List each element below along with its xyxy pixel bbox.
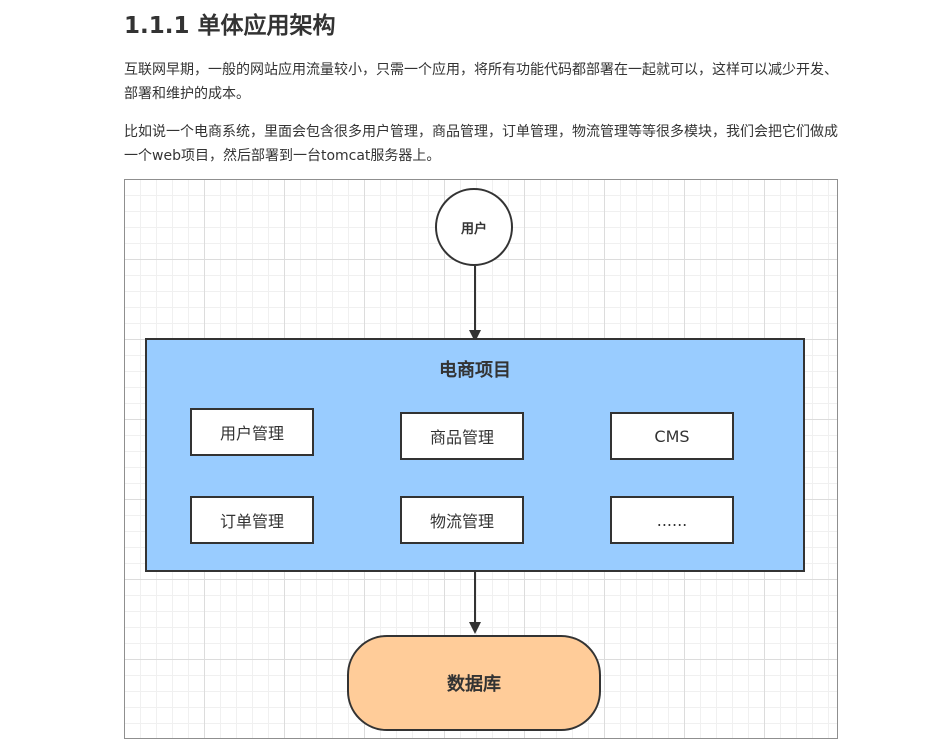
module-order-management: 订单管理 — [190, 496, 314, 544]
module-user-management: 用户管理 — [190, 408, 314, 456]
ecommerce-project-box: 电商项目 用户管理 商品管理 CMS 订单管理 物流管理 ...... — [145, 338, 805, 572]
database-node: 数据库 — [347, 635, 601, 731]
module-logistics-management: 物流管理 — [400, 496, 524, 544]
project-to-database-arrowhead — [469, 622, 481, 634]
example-paragraph: 比如说一个电商系统，里面会包含很多用户管理，商品管理，订单管理，物流管理等等很多… — [124, 124, 838, 164]
module-product-management: 商品管理 — [400, 412, 524, 460]
module-cms: CMS — [610, 412, 734, 460]
project-title: 电商项目 — [439, 360, 511, 381]
architecture-diagram: 用户 电商项目 用户管理 商品管理 CMS 订单管理 物流管理 ...... 数… — [124, 179, 838, 739]
intro-paragraph: 互联网早期，一般的网站应用流量较小，只需一个应用，将所有功能代码都部署在一起就可… — [124, 62, 838, 102]
section-heading: 1.1.1 单体应用架构 — [124, 13, 336, 39]
project-to-database-arrow — [474, 572, 476, 624]
module-more: ...... — [610, 496, 734, 544]
user-node: 用户 — [435, 188, 513, 266]
user-to-project-arrow — [474, 266, 476, 332]
